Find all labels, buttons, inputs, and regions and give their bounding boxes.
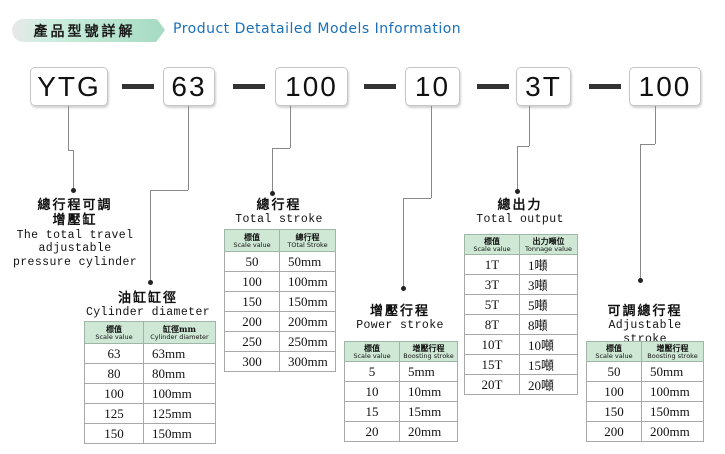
connector-dot	[148, 280, 153, 285]
col-header-value: 出力噸位 Tonnage value	[519, 234, 578, 255]
label-en-line3: pressure cylinder	[12, 255, 138, 269]
code-box-power-stroke: 10	[405, 67, 460, 106]
label-zh-line1: 總行程可調	[37, 198, 113, 213]
header-title-en: Product Detatailed Models Information	[173, 21, 462, 37]
code-dash	[122, 84, 154, 89]
label-total-output: 總出力 Total output	[464, 198, 576, 227]
label-power-stroke: 增壓行程 Power stroke	[344, 304, 456, 333]
code-box-series: YTG	[30, 67, 108, 106]
connector-line	[517, 146, 529, 147]
label-zh: 總行程	[256, 198, 302, 213]
label-en: Total stroke	[235, 213, 323, 227]
connector-line	[517, 146, 518, 191]
label-en: Total output	[476, 213, 564, 227]
code-box-output: 3T	[516, 67, 571, 106]
col-header-scale: 標值 Scale value	[464, 234, 520, 255]
label-zh: 油缸缸徑	[117, 291, 178, 306]
connector-line	[272, 148, 273, 193]
connector-line	[188, 106, 189, 190]
code-box-total-stroke: 100	[275, 67, 348, 106]
connector-line	[150, 190, 151, 282]
label-en-line2: adjustable	[38, 242, 112, 256]
header-badge: 產品型號詳解	[12, 19, 165, 42]
label-total-stroke: 總行程 Total stroke	[224, 198, 334, 227]
connector-dot	[270, 191, 275, 196]
connector-line	[290, 106, 291, 148]
col-header-scale: 標值 Scale value	[84, 321, 144, 344]
connector-dot	[71, 188, 76, 193]
code-dash	[233, 84, 265, 89]
connector-line	[272, 148, 290, 149]
header-title-zh: 產品型號詳解	[33, 23, 136, 40]
code-box-diameter: 63	[163, 67, 215, 106]
connector-dot	[401, 286, 406, 291]
col-header-value: 增壓行程 Boosting stroke	[399, 341, 458, 362]
diameter-table: 標值 Scale value 缸徑mm Cylinder diameter 63…	[84, 321, 216, 444]
col-header-value: 增壓行程 Boosting stroke	[641, 341, 704, 362]
code-dash	[477, 84, 509, 89]
label-zh: 總出力	[497, 198, 543, 213]
label-en-line1: The total travel	[16, 228, 134, 242]
connector-line	[529, 106, 530, 146]
col-header-scale: 標值 Scale value	[586, 341, 642, 362]
connector-dot	[638, 278, 643, 283]
col-header-value: 缸徑mm Cylinder diameter	[143, 321, 216, 344]
connector-line	[73, 150, 74, 190]
connector-line	[403, 198, 404, 288]
code-dash	[364, 84, 396, 89]
label-zh: 可調總行程	[607, 304, 683, 319]
connector-line	[640, 144, 655, 145]
label-cylinder-diameter: 油缸缸徑 Cylinder diameter	[83, 291, 213, 320]
col-header-scale: 標值 Scale value	[224, 229, 280, 252]
connector-line	[403, 198, 431, 199]
label-en: Power stroke	[356, 319, 444, 333]
label-travel-cylinder: 總行程可調 增壓缸 The total travel adjustable pr…	[8, 198, 142, 269]
label-en: Cylinder diameter	[85, 306, 211, 320]
code-box-adjustable: 100	[629, 67, 701, 106]
label-zh: 增壓行程	[369, 304, 430, 319]
connector-line	[68, 106, 69, 150]
connector-line	[68, 150, 73, 151]
col-header-scale: 標值 Scale value	[344, 341, 400, 362]
connector-line	[150, 190, 188, 191]
code-dash	[589, 84, 621, 89]
connector-line	[431, 106, 432, 198]
connector-line	[640, 144, 641, 280]
col-header-value: 總行程 TOtal Stroke	[279, 229, 336, 252]
connector-line	[655, 106, 656, 144]
label-zh-line2: 增壓缸	[52, 213, 98, 229]
connector-dot	[515, 189, 520, 194]
